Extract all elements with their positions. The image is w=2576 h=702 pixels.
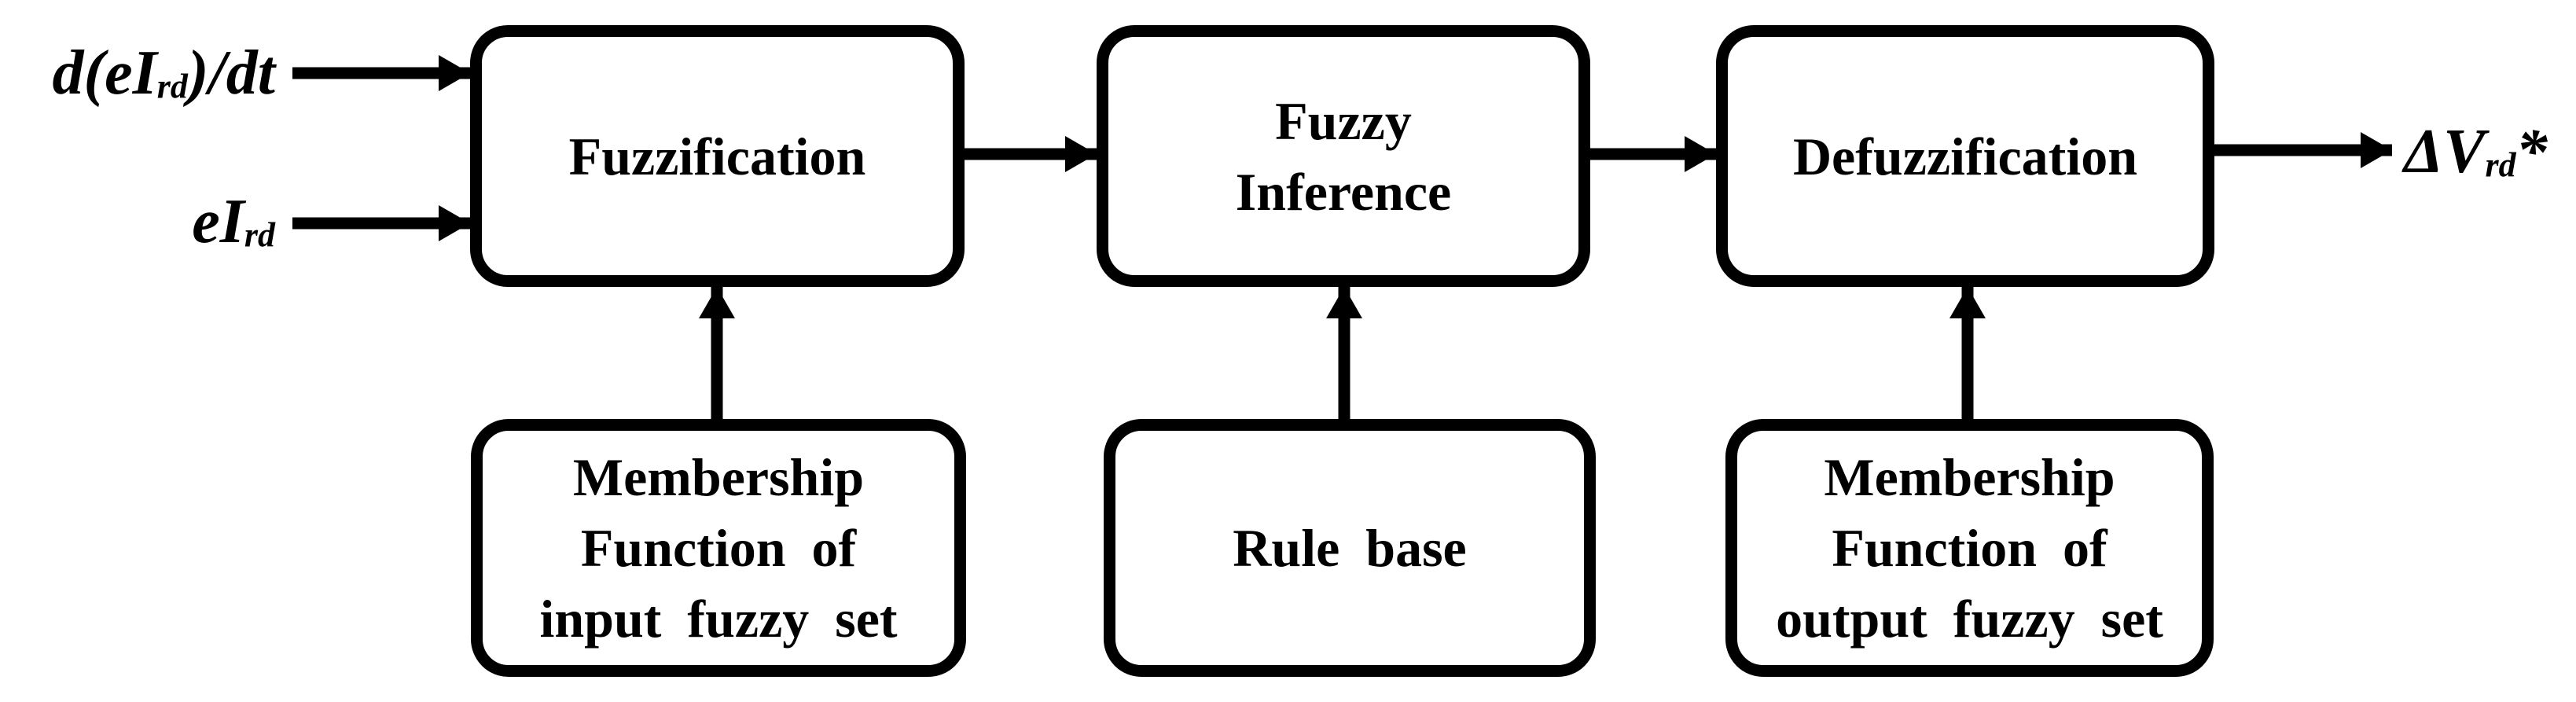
output-asterisk: * bbox=[2515, 117, 2548, 186]
input-error-pre: eI bbox=[192, 187, 244, 256]
input-label-derivative: d(eIrd)/dt bbox=[53, 42, 276, 105]
box-membership-function-output: Membership Function of output fuzzy set bbox=[1725, 419, 2214, 677]
box-fuzzification-label: Fuzzification bbox=[568, 126, 866, 186]
box-fuzzy-inference-label-line1: Fuzzy bbox=[1275, 90, 1412, 151]
output-pre: ΔV bbox=[2404, 117, 2486, 186]
box-membership-output-line1: Membership bbox=[1824, 447, 2115, 507]
input-derivative-pre: d(eI bbox=[52, 39, 157, 108]
box-fuzzy-inference: Fuzzy Inference bbox=[1097, 25, 1590, 287]
input-label-error: eIrd bbox=[192, 190, 275, 253]
box-fuzzy-inference-label-line2: Inference bbox=[1235, 161, 1452, 222]
box-defuzzification: Defuzzification bbox=[1716, 25, 2214, 287]
input-error-subscript: rd bbox=[244, 215, 275, 255]
box-membership-output-line2: Function of bbox=[1832, 518, 2107, 578]
input-derivative-post: )/dt bbox=[187, 39, 275, 108]
box-rule-base-label: Rule base bbox=[1233, 518, 1467, 578]
output-subscript: rd bbox=[2485, 145, 2516, 185]
box-fuzzification: Fuzzification bbox=[470, 25, 965, 287]
box-membership-input-line3: input fuzzy set bbox=[539, 589, 898, 649]
box-membership-input-line2: Function of bbox=[580, 518, 857, 578]
box-membership-input-line1: Membership bbox=[572, 447, 865, 507]
box-membership-function-input: Membership Function of input fuzzy set bbox=[471, 419, 966, 677]
box-membership-output-line3: output fuzzy set bbox=[1776, 589, 2163, 649]
box-defuzzification-label: Defuzzification bbox=[1792, 126, 2138, 186]
input-derivative-subscript: rd bbox=[156, 67, 188, 106]
output-label: ΔVrd* bbox=[2404, 120, 2548, 183]
box-rule-base: Rule base bbox=[1104, 419, 1596, 677]
